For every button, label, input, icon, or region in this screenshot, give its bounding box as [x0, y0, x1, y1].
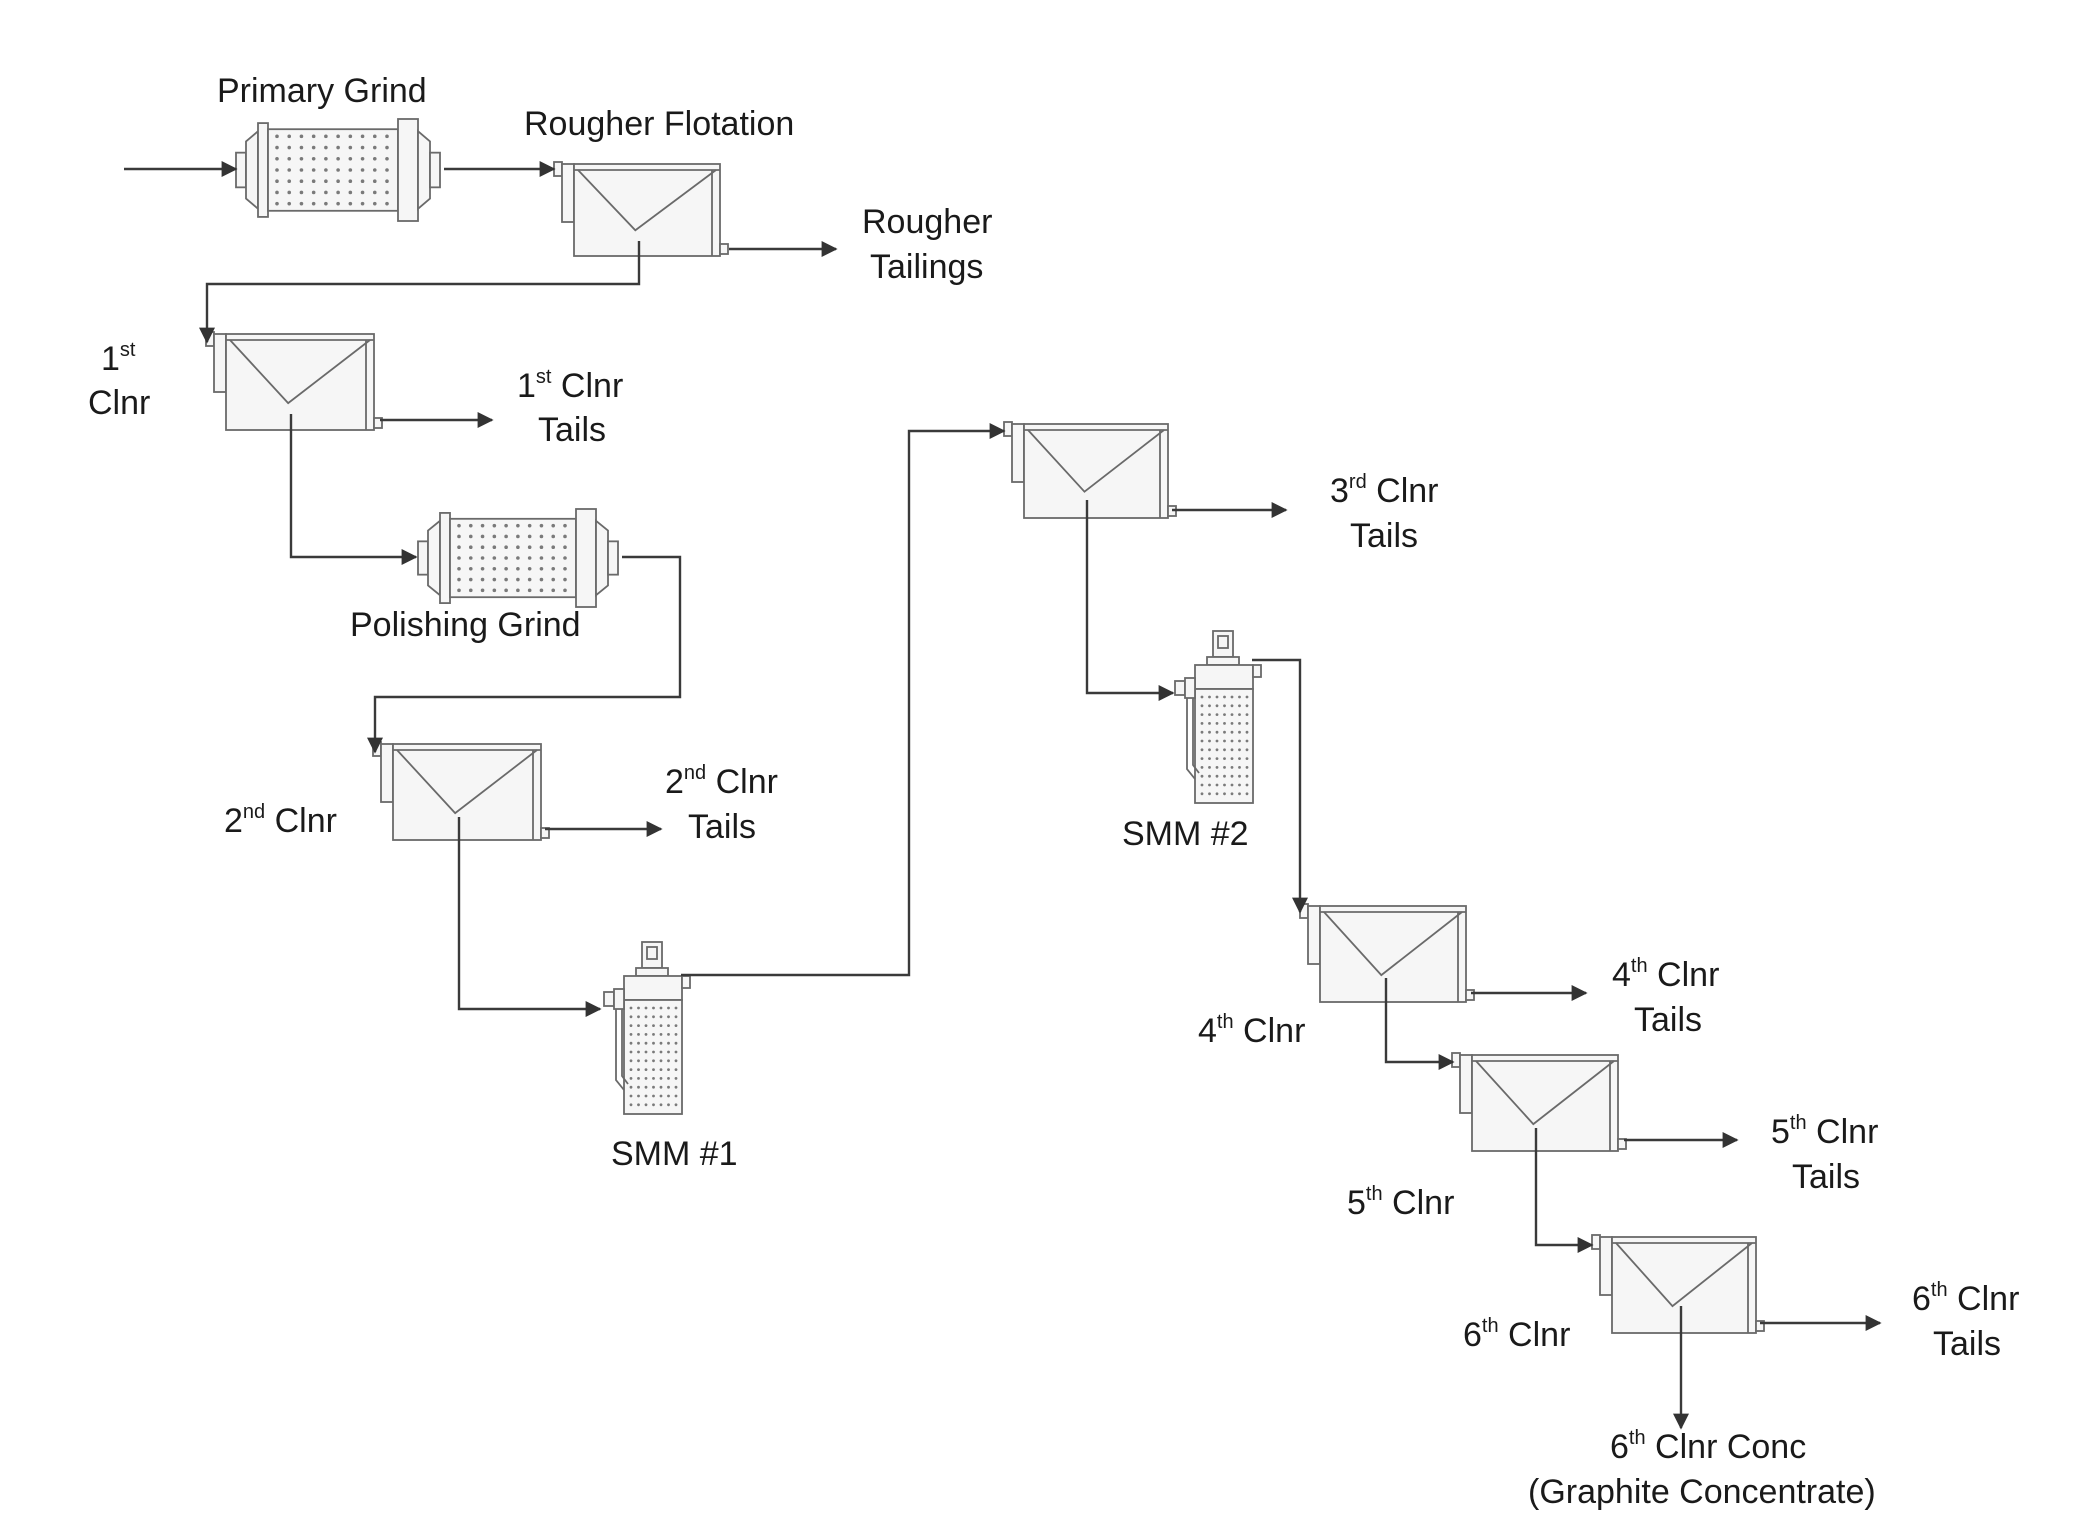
- clnr5-label: 5th Clnr: [1347, 1183, 1454, 1222]
- clnr2-tails-label-line2: Tails: [688, 808, 756, 846]
- clnr1-label-line2: Clnr: [88, 384, 150, 422]
- clnr6-tails-label-line2: Tails: [1933, 1325, 2001, 1363]
- clnr1-label-line1: 1st: [101, 339, 136, 378]
- smm1-to-clnr3-arrow: [681, 423, 1006, 977]
- clnr1-tails-label-line2: Tails: [538, 411, 606, 449]
- smm2-to-clnr4-arrow: [1252, 658, 1308, 914]
- clnr1-to-polishing-grind-arrow: [289, 414, 418, 565]
- clnr5-flotation-cell-icon: [1451, 1052, 1627, 1152]
- flow-lines: [124, 161, 1882, 1430]
- rougher-tailings-label-line2: Tailings: [870, 248, 983, 286]
- polishing-grind-to-clnr2-arrow: [367, 555, 682, 754]
- clnr2-flotation-cell-icon: [372, 741, 550, 841]
- clnr4-label: 4th Clnr: [1198, 1011, 1305, 1050]
- clnr1-tails-label-line1: 1st Clnr: [517, 366, 623, 405]
- clnr5-to-clnr6-arrow: [1534, 1128, 1594, 1253]
- clnr2-to-smm1-arrow: [457, 817, 602, 1017]
- clnr4-to-clnr5-arrow: [1384, 978, 1455, 1070]
- clnr6-flotation-cell-icon: [1591, 1234, 1765, 1334]
- clnr2-label: 2nd Clnr: [224, 801, 337, 840]
- smm1-mill-icon: [603, 941, 691, 1115]
- concentrate-label-line1: 6th Clnr Conc: [1610, 1427, 1806, 1466]
- rougher-to-clnr1-arrow: [199, 241, 641, 344]
- smm2-mill-icon: [1174, 630, 1262, 804]
- clnr4-tails-label-line1: 4th Clnr: [1612, 955, 1719, 994]
- smm1-label: SMM #1: [611, 1135, 738, 1173]
- rougher-flotation-cell-icon: [553, 161, 729, 257]
- clnr3-tails-label-line1: 3rd Clnr: [1330, 471, 1439, 510]
- clnr1-flotation-cell-icon: [205, 331, 383, 431]
- rougher-flotation-label: Rougher Flotation: [524, 105, 794, 143]
- polishing-grind-mill-icon: [417, 508, 619, 608]
- clnr6-tails-label-line1: 6th Clnr: [1912, 1279, 2019, 1318]
- clnr3-tails-label-line2: Tails: [1350, 517, 1418, 555]
- labels-layer: Primary Grind Rougher Flotation Rougher …: [88, 72, 2019, 1511]
- clnr3-to-smm2-arrow: [1085, 500, 1175, 701]
- primary-grind-label: Primary Grind: [217, 72, 427, 110]
- clnr5-tails-label-line2: Tails: [1792, 1158, 1860, 1196]
- rougher-tailings-label-line1: Rougher: [862, 203, 992, 241]
- clnr5-tails-label-line1: 5th Clnr: [1771, 1112, 1878, 1151]
- polishing-grind-label: Polishing Grind: [350, 606, 581, 644]
- equipment-layer: [205, 118, 1765, 1334]
- clnr4-tails-label-line2: Tails: [1634, 1001, 1702, 1039]
- clnr3-flotation-cell-icon: [1003, 421, 1177, 519]
- smm2-label: SMM #2: [1122, 815, 1249, 853]
- clnr4-flotation-cell-icon: [1299, 903, 1475, 1003]
- clnr2-tails-label-line1: 2nd Clnr: [665, 762, 778, 801]
- primary-grind-mill-icon: [235, 118, 441, 222]
- clnr6-label: 6th Clnr: [1463, 1315, 1570, 1354]
- concentrate-label-line2: (Graphite Concentrate): [1528, 1473, 1876, 1511]
